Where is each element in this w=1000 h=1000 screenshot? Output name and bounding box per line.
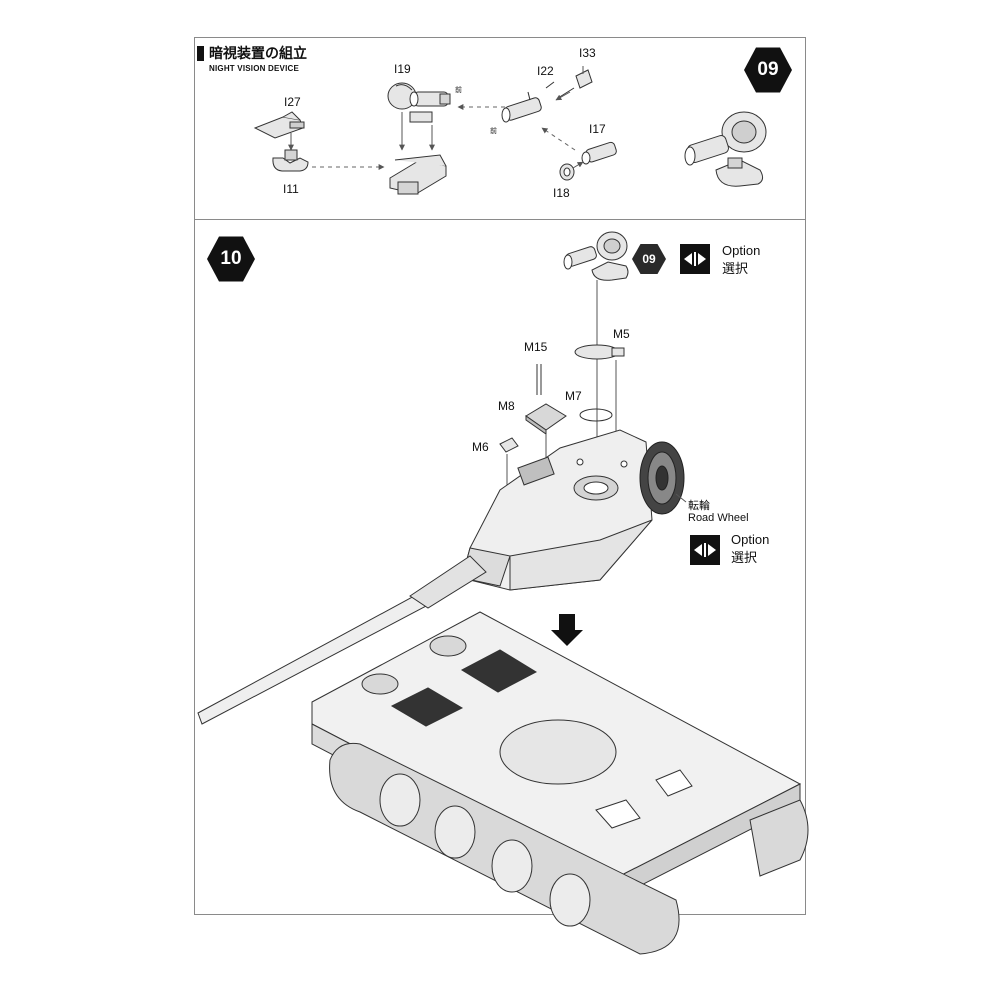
front-mark-2: 前	[490, 128, 497, 135]
front-mark-1: 前	[455, 87, 462, 94]
completed-device-illustration	[684, 111, 767, 187]
instruction-frame	[194, 37, 806, 915]
part-label-i17: I17	[589, 122, 606, 136]
part-i19-illustration	[387, 82, 417, 110]
part-m7-illustration	[579, 408, 613, 422]
part-label-m15: M15	[524, 340, 548, 354]
part-label-i27: I27	[284, 95, 301, 109]
step09-title-jp: 暗視装置の組立	[209, 45, 307, 61]
road-wheels-row	[379, 773, 591, 927]
part-label-m5: M5	[613, 327, 630, 341]
step09-title-en: NIGHT VISION DEVICE	[209, 64, 300, 73]
ref-device-illustration	[563, 231, 629, 281]
part-i11-illustration	[272, 149, 309, 172]
step10-number: 10	[220, 248, 242, 269]
part-i33-illustration	[545, 69, 593, 99]
option2-label-jp: 選択	[731, 550, 758, 565]
option-label-en: Option	[722, 243, 761, 258]
part-i22-illustration	[501, 91, 542, 123]
option2-label-en: Option	[731, 532, 770, 547]
part-m6-illustration	[499, 437, 519, 453]
road-wheel-label-en: Road Wheel	[688, 512, 749, 524]
turret-illustration	[461, 429, 653, 591]
ref-step09-badge: 09	[632, 243, 666, 275]
title-marker	[197, 46, 204, 61]
base-assembly-illustration	[389, 154, 447, 195]
right-track-illustration	[749, 799, 809, 877]
part-label-m7: M7	[565, 389, 582, 403]
part-label-m6: M6	[472, 440, 489, 454]
part-i27-illustration	[253, 111, 305, 139]
section-divider	[194, 219, 806, 220]
part-label-i33: I33	[579, 46, 596, 60]
option-label-jp: 選択	[722, 261, 749, 276]
part-i18-illustration	[559, 163, 575, 181]
road-wheel-illustration	[639, 441, 685, 515]
option2-icon	[690, 535, 720, 565]
road-wheel-label-jp: 転輪	[688, 500, 710, 512]
part-label-i11: I11	[283, 182, 299, 196]
center-assembly-illustration	[409, 91, 451, 123]
down-arrow-icon	[551, 614, 583, 646]
part-label-i18: I18	[553, 186, 570, 200]
gun-barrel-illustration	[197, 555, 487, 725]
part-label-i19: I19	[394, 62, 411, 76]
ref-step09-number: 09	[642, 252, 656, 266]
option-icon	[680, 244, 710, 274]
part-label-m8: M8	[498, 399, 515, 413]
part-m8-illustration	[525, 403, 567, 435]
part-i17-illustration	[581, 141, 617, 165]
step09-number: 09	[757, 59, 779, 80]
part-m5-illustration	[574, 344, 625, 360]
part-label-i22: I22	[537, 64, 554, 78]
